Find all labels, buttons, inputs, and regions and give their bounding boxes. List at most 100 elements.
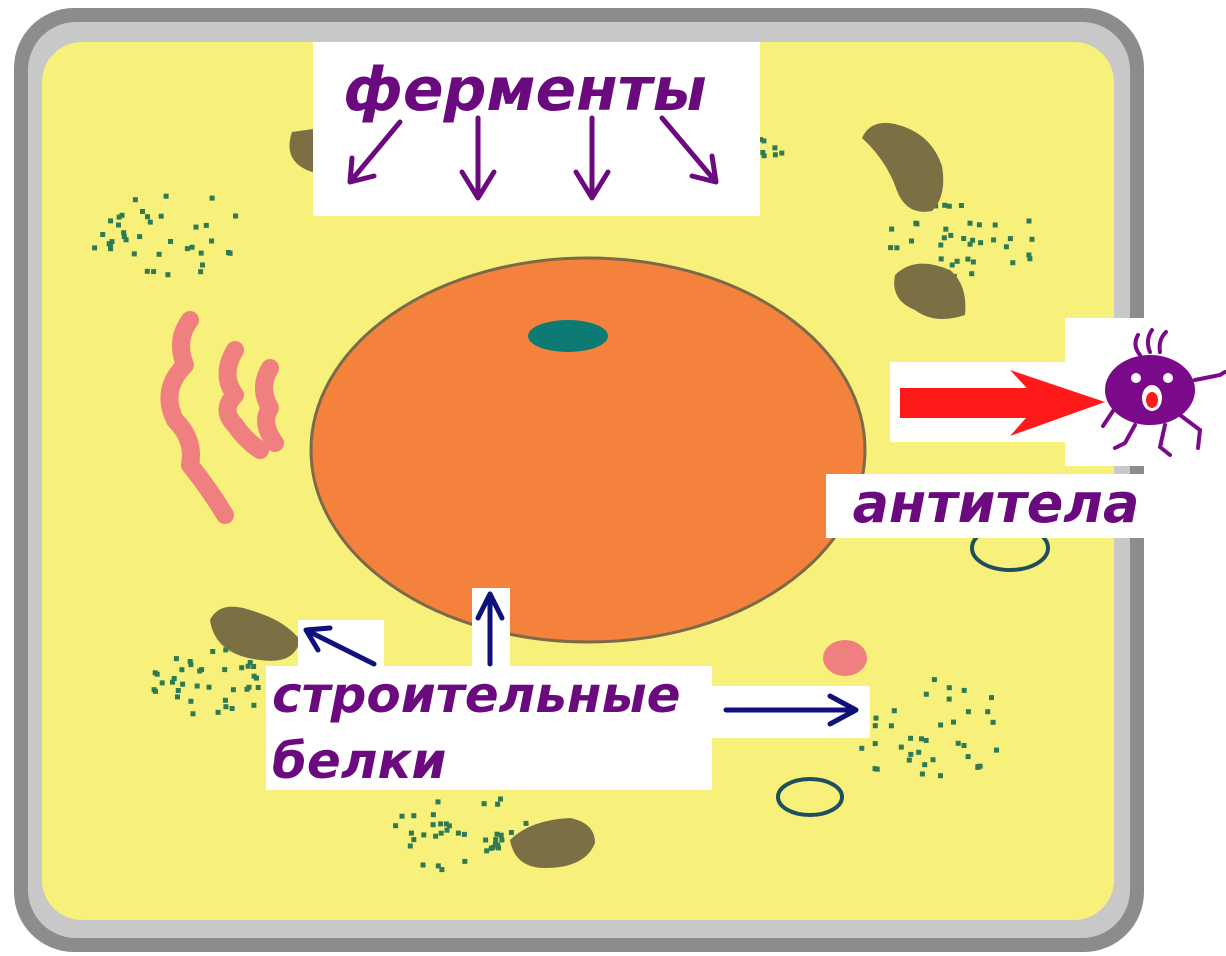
er-dot [948, 233, 953, 238]
er-dot [985, 709, 990, 714]
er-dot [160, 680, 165, 685]
er-dot [174, 656, 179, 661]
lysosome [823, 640, 867, 676]
er-dot [761, 138, 766, 143]
er-dot [164, 194, 169, 199]
er-dot [947, 204, 952, 209]
er-dot [924, 692, 929, 697]
er-dot [779, 151, 784, 156]
er-dot [456, 831, 461, 836]
er-dot [100, 232, 105, 237]
er-dot [108, 218, 113, 223]
er-dot [951, 720, 956, 725]
er-dot [223, 704, 228, 709]
er-dot [210, 649, 215, 654]
er-dot [233, 214, 238, 219]
er-dot [922, 762, 927, 767]
er-dot [961, 236, 966, 241]
structural-label-line2: белки [272, 732, 446, 790]
er-dot [431, 812, 436, 817]
er-dot [907, 758, 912, 763]
er-dot [159, 214, 164, 219]
enzymes-label: ферменты [343, 55, 706, 125]
er-dot [889, 723, 894, 728]
er-dot [969, 271, 974, 276]
er-dot [179, 667, 184, 672]
er-dot [228, 251, 233, 256]
er-dot [200, 263, 205, 268]
er-dot [252, 674, 257, 679]
er-dot [176, 688, 181, 693]
er-dot [411, 813, 416, 818]
er-dot [1010, 260, 1015, 265]
er-dot [199, 667, 204, 672]
er-dot [991, 720, 996, 725]
er-dot [889, 227, 894, 232]
er-dot [122, 234, 127, 239]
er-dot [256, 685, 261, 690]
er-dot [962, 688, 967, 693]
er-dot [151, 269, 156, 274]
er-dot [959, 203, 964, 208]
er-dot [938, 773, 943, 778]
er-dot [509, 830, 514, 835]
er-dot [976, 764, 981, 769]
er-dot [483, 838, 488, 843]
er-dot [495, 802, 500, 807]
er-dot [491, 845, 496, 850]
er-dot [207, 685, 212, 690]
er-dot [210, 196, 215, 201]
er-dot [950, 263, 955, 268]
er-dot [913, 221, 918, 226]
er-dot [908, 752, 913, 757]
er-dot [175, 694, 180, 699]
er-dot [938, 723, 943, 728]
er-dot [421, 832, 426, 837]
er-dot [145, 269, 150, 274]
er-dot [962, 743, 967, 748]
er-dot [966, 754, 971, 759]
er-dot [947, 697, 952, 702]
er-dot [1030, 237, 1035, 242]
er-dot [1004, 244, 1009, 249]
er-dot [978, 240, 983, 245]
er-dot [484, 848, 489, 853]
nucleus [311, 258, 865, 642]
er-dot [198, 269, 203, 274]
er-dot [185, 246, 190, 251]
er-dot [482, 801, 487, 806]
structural-label-line1: строительные [272, 666, 681, 724]
er-dot [400, 814, 405, 819]
er-dot [168, 239, 173, 244]
er-dot [190, 245, 195, 250]
er-dot [931, 757, 936, 762]
er-dot [188, 662, 193, 667]
er-dot [932, 677, 937, 682]
er-dot [977, 222, 982, 227]
er-dot [439, 831, 444, 836]
er-dot [246, 664, 251, 669]
er-dot [140, 209, 145, 214]
er-dot [110, 239, 115, 244]
arrow-shaft [900, 388, 1050, 418]
er-dot [180, 682, 185, 687]
antibodies-label: антитела [853, 472, 1140, 535]
er-dot [191, 711, 196, 716]
er-dot [939, 256, 944, 261]
er-dot [873, 723, 878, 728]
er-dot [493, 837, 498, 842]
er-dot [447, 823, 452, 828]
er-dot [247, 685, 252, 690]
er-dot [955, 259, 960, 264]
er-dot [919, 736, 924, 741]
er-dot [216, 710, 221, 715]
er-dot [223, 698, 228, 703]
er-dot [908, 736, 913, 741]
er-dot [462, 832, 467, 837]
er-dot [137, 234, 142, 239]
er-dot [942, 203, 947, 208]
er-dot [152, 687, 157, 692]
er-dot [195, 684, 200, 689]
er-dot [859, 746, 864, 751]
er-dot [971, 260, 976, 265]
